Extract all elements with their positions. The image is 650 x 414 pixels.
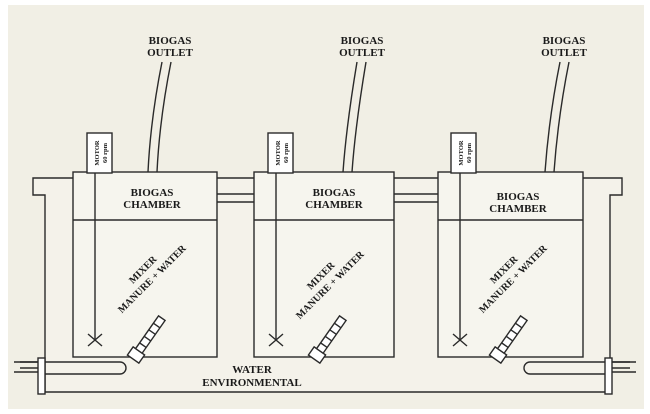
digester-1-valve [126,314,167,365]
outlet-2-label-line1: BIOGAS [341,35,384,47]
digester-1 [72,61,218,365]
chamber-1-label-line1: BIOGAS [131,187,174,199]
water-label-line2: ENVIRONMENTAL [202,377,301,389]
chamber-3-label-line2: CHAMBER [489,203,548,215]
digester-2-mixer-blade [268,333,284,347]
digester-3-tank [437,171,584,358]
digester-2-valve [307,314,348,365]
motor-2-label-line2: 60 rpm [283,142,290,163]
digester-2-tank [253,171,395,358]
water-label-line1: WATER [232,364,273,376]
left-heater-element [14,357,127,395]
chamber-3-label-line1: BIOGAS [497,191,540,203]
chamber-2-label-line2: CHAMBER [305,199,364,211]
digester-3 [437,61,584,365]
motor-3-label-line2: 60 rpm [466,142,473,163]
digester-3-mixer-blade [452,333,468,347]
connector-pipe-2-3 [394,193,438,203]
digester-2-biogas-outlet-pipe [342,61,367,173]
digester-1-motor-box [86,132,113,174]
connector-pipe-1-2 [217,193,254,203]
chamber-2-label-line1: BIOGAS [313,187,356,199]
digester-2 [253,61,395,365]
digester-3-valve [488,314,529,365]
outlet-3-label-line1: BIOGAS [543,35,586,47]
motor-1-label-line2: 60 rpm [102,142,109,163]
motor-1-label-line1: MOTOR [94,140,101,165]
motor-2-label-line1: MOTOR [275,140,282,165]
digester-1-biogas-outlet-pipe [147,61,172,173]
digester-3-biogas-outlet-pipe [544,61,570,173]
right-heater-element [523,357,636,395]
outlet-1-label-line1: BIOGAS [149,35,192,47]
outlet-1-label-line2: OUTLET [147,47,194,59]
chamber-1-label-line2: CHAMBER [123,199,182,211]
digester-1-tank [72,171,218,358]
digester-1-mixer-blade [87,333,103,347]
motor-3-label-line1: MOTOR [458,140,465,165]
digester-3-motor-box [450,132,477,174]
digester-2-motor-box [267,132,294,174]
outlet-3-label-line2: OUTLET [541,47,588,59]
outlet-2-label-line2: OUTLET [339,47,386,59]
